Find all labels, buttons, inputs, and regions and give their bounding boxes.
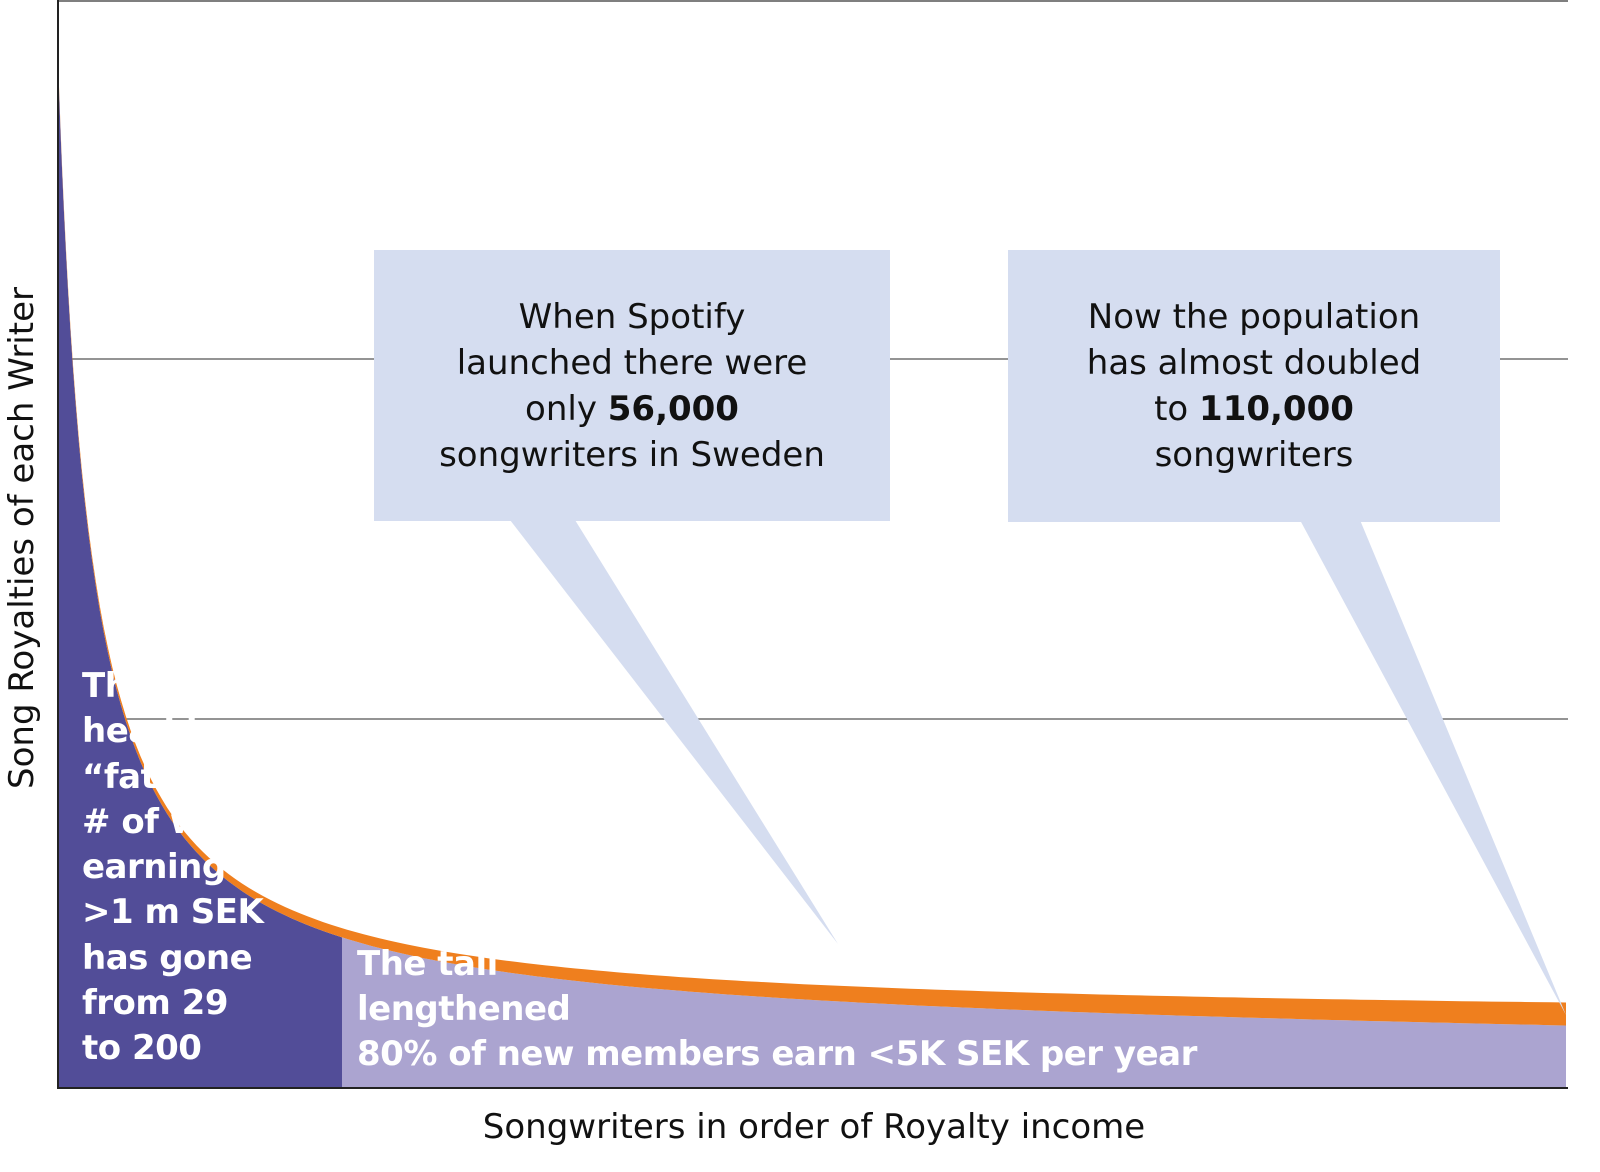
- callout-1-line: songwriters in Sweden: [439, 434, 825, 475]
- head-annotation-line: The: [82, 666, 151, 706]
- callout-1: When Spotify launched there were only 56…: [374, 250, 890, 521]
- tail-annotation-line: 80% of new members earn <5K SEK per year: [357, 1034, 1197, 1074]
- callout-2-line: songwriters: [1154, 435, 1354, 475]
- head-annotation-line: head has: [82, 711, 252, 752]
- callout-2-line: to 110,000: [1154, 389, 1354, 429]
- head-annotation-line: earning: [82, 847, 226, 888]
- x-axis-label: Songwriters in order of Royalty income: [482, 1107, 1146, 1147]
- head-annotation-line: # of writers: [82, 801, 303, 842]
- tail-annotation: The tail lengthened 80% of new members e…: [357, 942, 1197, 1077]
- head-area: [58, 61, 342, 1088]
- callout-1-line: When Spotify: [518, 296, 746, 337]
- callout-1-pointer: [510, 520, 838, 944]
- head-annotation-line: “fattened”: [82, 756, 287, 797]
- head-annotation: The head has “fattened” # of writers ear…: [82, 664, 332, 1072]
- y-axis-label: Song Royalties of each Writer: [2, 287, 42, 789]
- callout-2-box: [1008, 250, 1500, 522]
- callout-2-line: Now the population: [1087, 297, 1421, 337]
- callout-1-line: launched there were: [456, 342, 808, 383]
- tail-area: [342, 937, 1566, 1088]
- head-annotation-line: has gone: [82, 937, 253, 978]
- callout-2-line: has almost doubled: [1086, 343, 1422, 383]
- head-annotation-line: to 200: [82, 1028, 202, 1069]
- callout-2-pointer: [1300, 520, 1566, 1015]
- songwriter-count-2006: 56,000: [607, 388, 739, 429]
- callout-2: Now the population has almost doubled to…: [1008, 250, 1500, 522]
- callout-1-box: [374, 250, 890, 521]
- head-annotation-line: >1 m SEK: [82, 892, 264, 933]
- head-annotation-line: from 29: [82, 983, 229, 1024]
- tail-annotation-line: The tail: [357, 944, 498, 984]
- callout-1-line: only 56,000: [525, 388, 739, 429]
- tail-annotation-line: lengthened: [357, 989, 571, 1029]
- songwriter-count-now: 110,000: [1199, 389, 1354, 429]
